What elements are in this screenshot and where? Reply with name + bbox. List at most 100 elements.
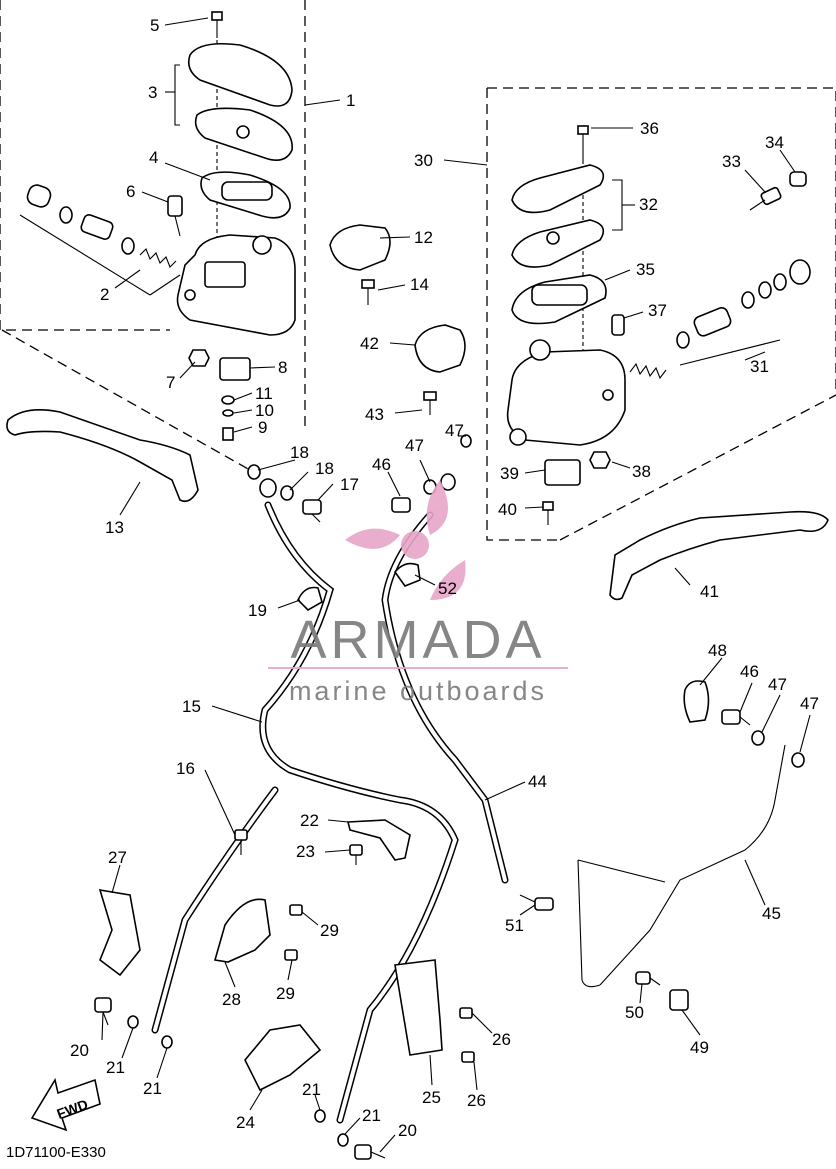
callout-48: 48 bbox=[708, 641, 727, 660]
callout-32: 32 bbox=[639, 195, 658, 214]
brake-pipe bbox=[577, 744, 786, 988]
bolt-icon bbox=[635, 971, 661, 986]
bolt-icon bbox=[423, 391, 437, 415]
washers bbox=[127, 434, 805, 1147]
bolt-icon bbox=[721, 709, 751, 726]
callout-52: 52 bbox=[438, 579, 457, 598]
callout-19: 19 bbox=[248, 601, 267, 620]
right-master-cylinder-boundary bbox=[486, 87, 836, 541]
callout-47a: 47 bbox=[405, 436, 424, 455]
clamp-49 bbox=[669, 989, 689, 1011]
callout-21a: 21 bbox=[106, 1058, 125, 1077]
leader-lines bbox=[101, 17, 811, 1153]
holder-12 bbox=[329, 224, 391, 271]
callout-31: 31 bbox=[750, 357, 769, 376]
brake-lever-left bbox=[6, 409, 199, 503]
callout-37: 37 bbox=[648, 301, 667, 320]
callout-36: 36 bbox=[640, 119, 659, 138]
callout-3: 3 bbox=[148, 83, 157, 102]
holder-42 bbox=[414, 324, 466, 373]
bolt-icon bbox=[302, 499, 322, 523]
screw-icon bbox=[211, 11, 223, 38]
callout-44: 44 bbox=[528, 772, 547, 791]
callout-42: 42 bbox=[360, 334, 379, 353]
bolt-icon bbox=[354, 1144, 386, 1160]
callout-17: 17 bbox=[340, 475, 359, 494]
callout-21b: 21 bbox=[143, 1079, 162, 1098]
callout-35: 35 bbox=[636, 260, 655, 279]
callout-28: 28 bbox=[222, 990, 241, 1009]
left-master-cylinder bbox=[19, 11, 296, 441]
bolt-icon bbox=[234, 829, 248, 855]
pivot-bolt-icon bbox=[167, 195, 183, 237]
bolt-icon bbox=[361, 279, 375, 305]
clamp-48 bbox=[683, 680, 710, 723]
right-master-cylinder bbox=[506, 125, 811, 525]
callout-30: 30 bbox=[414, 151, 433, 170]
callout-11: 11 bbox=[255, 384, 273, 403]
diagram-code: 1D71100-E330 bbox=[6, 1144, 106, 1161]
callout-20b: 20 bbox=[398, 1121, 417, 1140]
callout-1: 1 bbox=[346, 91, 355, 110]
callout-47c: 47 bbox=[768, 675, 787, 694]
bracket-27 bbox=[98, 888, 141, 977]
bracket-28 bbox=[213, 898, 271, 963]
callout-51: 51 bbox=[505, 916, 524, 935]
callout-8: 8 bbox=[278, 358, 287, 377]
nut-icon bbox=[188, 349, 210, 367]
callout-13: 13 bbox=[105, 518, 124, 537]
fwd-arrow-icon: FWD bbox=[30, 1077, 101, 1132]
brake-switch bbox=[219, 357, 251, 381]
callout-7: 7 bbox=[166, 373, 175, 392]
armada-logo-mark bbox=[345, 480, 466, 600]
watermark-tagline: marine outboards bbox=[289, 676, 547, 706]
callout-26a: 26 bbox=[492, 1030, 511, 1049]
bolt-icon bbox=[289, 904, 303, 916]
callout-4: 4 bbox=[149, 148, 158, 167]
bolt-icon bbox=[284, 949, 298, 961]
callout-33: 33 bbox=[722, 152, 741, 171]
callout-49: 49 bbox=[690, 1038, 709, 1057]
piston-kit bbox=[19, 184, 181, 296]
watermark-brand: ARMADA bbox=[290, 610, 545, 670]
reservoir-cap bbox=[187, 42, 293, 107]
brake-lever-right bbox=[609, 510, 829, 601]
callout-22: 22 bbox=[300, 811, 319, 830]
callout-45: 45 bbox=[762, 904, 781, 923]
callout-26b: 26 bbox=[467, 1091, 486, 1110]
callout-23: 23 bbox=[296, 842, 315, 861]
bracket-24 bbox=[244, 1024, 322, 1092]
clip-19 bbox=[297, 586, 323, 611]
callout-5: 5 bbox=[150, 16, 159, 35]
callout-15: 15 bbox=[182, 697, 201, 716]
callout-46a: 46 bbox=[372, 455, 391, 474]
callout-43: 43 bbox=[365, 405, 384, 424]
callout-20a: 20 bbox=[70, 1041, 89, 1060]
bolt-icon bbox=[349, 844, 363, 865]
piston-kit-right bbox=[629, 259, 811, 380]
callout-39: 39 bbox=[500, 464, 519, 483]
left-master-cylinder-boundary bbox=[0, 0, 306, 471]
callout-40: 40 bbox=[498, 500, 517, 519]
callout-47b: 47 bbox=[445, 421, 464, 440]
callout-21c: 21 bbox=[302, 1080, 321, 1099]
callout-9: 9 bbox=[258, 418, 267, 437]
callout-34: 34 bbox=[765, 133, 784, 152]
callout-16: 16 bbox=[176, 759, 195, 778]
callout-21d: 21 bbox=[362, 1106, 381, 1125]
callout-29b: 29 bbox=[276, 984, 295, 1003]
callout-27: 27 bbox=[108, 848, 127, 867]
nut-icon bbox=[589, 451, 611, 469]
callout-24: 24 bbox=[236, 1113, 255, 1132]
clip-52 bbox=[393, 562, 421, 587]
callout-14: 14 bbox=[410, 275, 429, 294]
callout-29a: 29 bbox=[320, 921, 339, 940]
callout-38: 38 bbox=[632, 462, 651, 481]
bolt-icon bbox=[461, 1051, 475, 1063]
bracket-25 bbox=[394, 959, 443, 1056]
watermark: ARMADA marine outboards bbox=[268, 480, 568, 706]
callout-41: 41 bbox=[700, 582, 719, 601]
bolt-icon bbox=[391, 497, 411, 513]
callout-50: 50 bbox=[625, 1003, 644, 1022]
callout-25: 25 bbox=[422, 1088, 441, 1107]
